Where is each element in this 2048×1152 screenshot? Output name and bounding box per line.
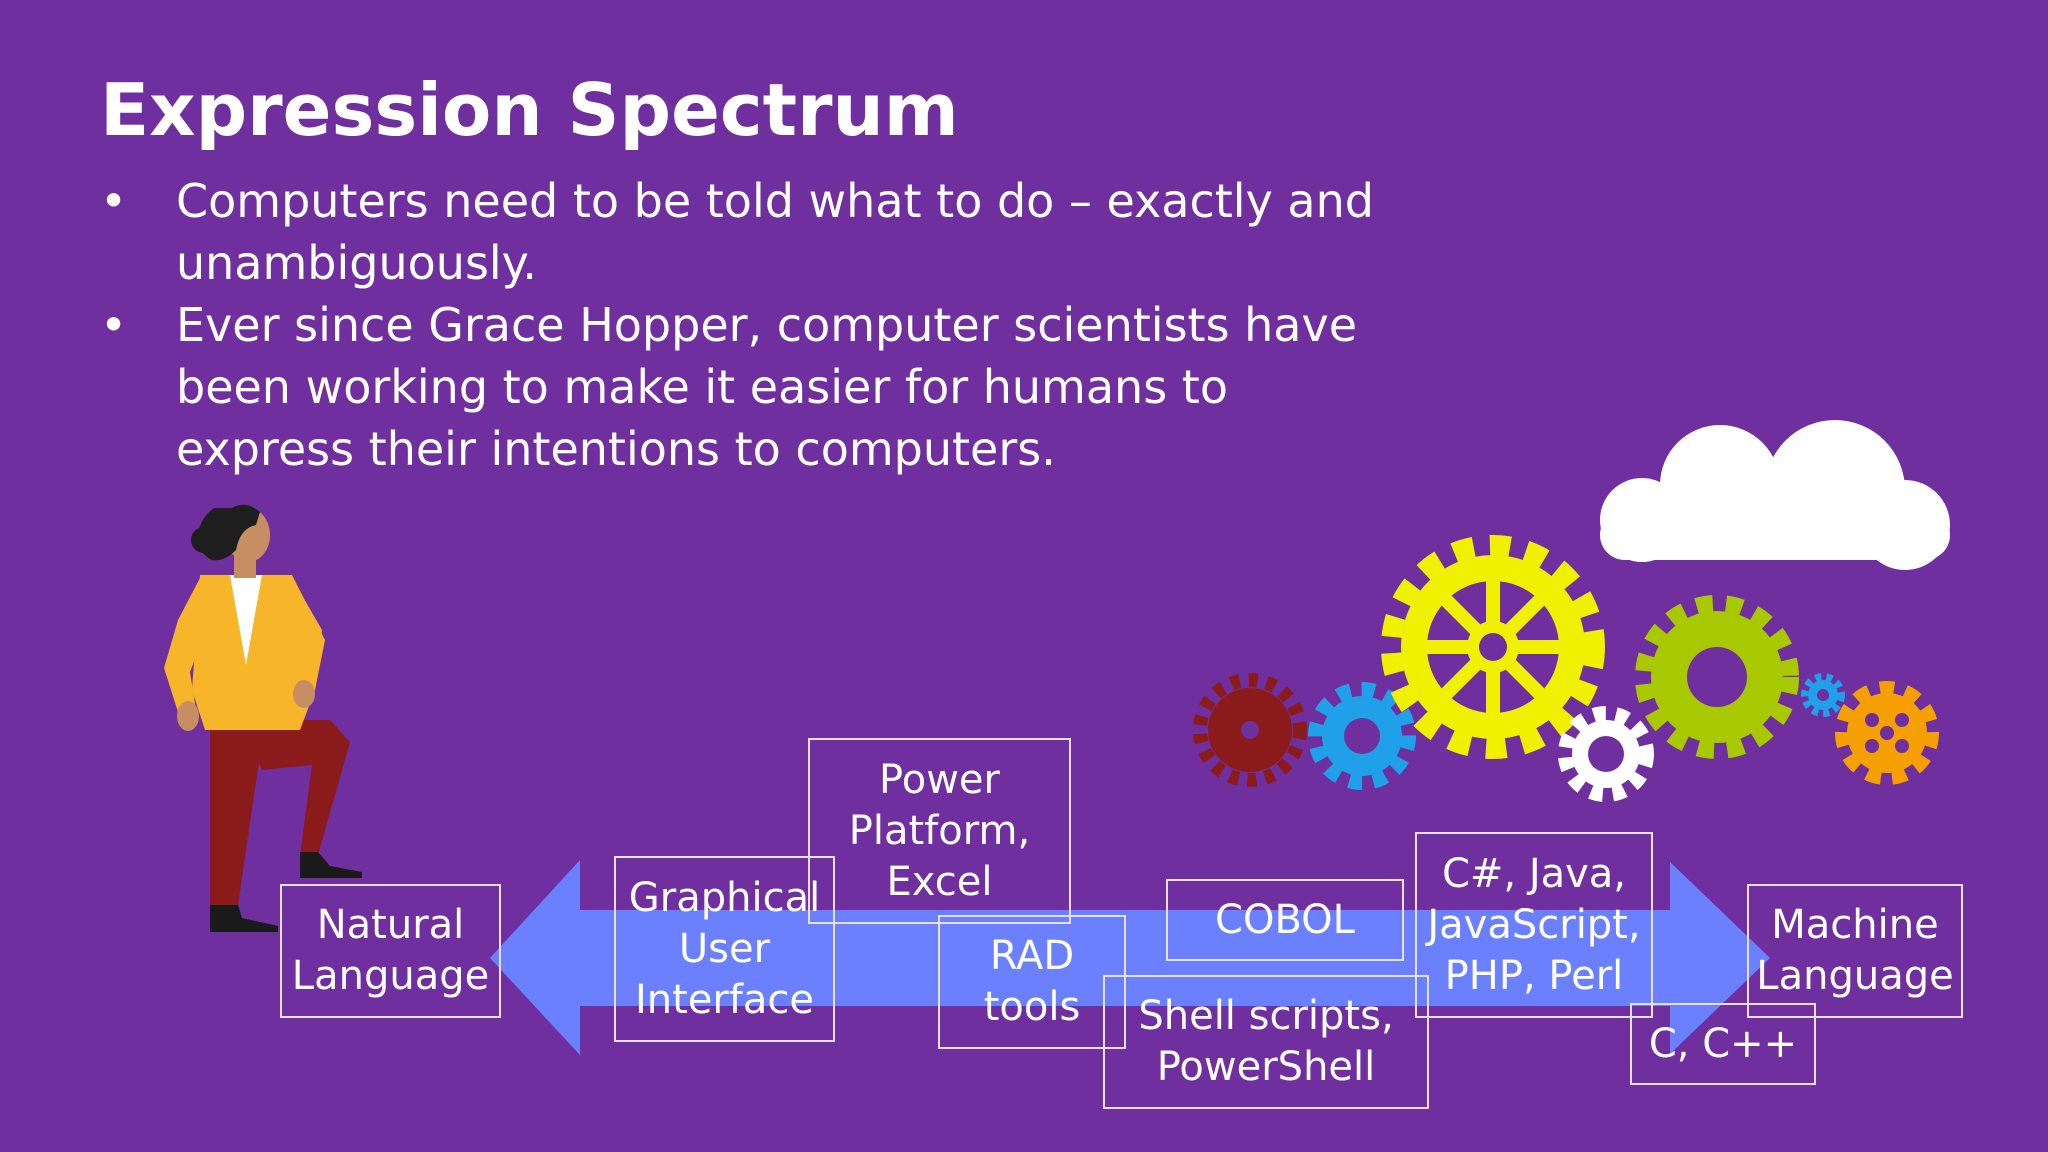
power-platform-box: Power Platform, Excel bbox=[808, 738, 1071, 924]
gear-small-blue-icon bbox=[1801, 673, 1845, 717]
c-cpp-box: C, C++ bbox=[1630, 1003, 1816, 1085]
machine-language-box: Machine Language bbox=[1747, 884, 1963, 1018]
cloud-icon bbox=[1600, 420, 1950, 570]
bullet-list: • Computers need to be told what to do –… bbox=[100, 170, 1400, 480]
gear-white-icon bbox=[1558, 706, 1654, 802]
bullet-item: • Ever since Grace Hopper, computer scie… bbox=[100, 294, 1400, 480]
bullet-marker: • bbox=[100, 174, 128, 228]
bullet-text: Ever since Grace Hopper, computer scient… bbox=[176, 298, 1358, 476]
bullet-marker: • bbox=[100, 298, 128, 352]
spectrum-arrow bbox=[490, 860, 1770, 1055]
cobol-box: COBOL bbox=[1166, 879, 1404, 961]
rad-tools-box: RAD tools bbox=[938, 915, 1126, 1049]
gear-blue-icon bbox=[1308, 682, 1416, 790]
bullet-item: • Computers need to be told what to do –… bbox=[100, 170, 1400, 294]
gear-yellow-icon bbox=[1381, 535, 1605, 759]
csharp-java-box: C#, Java, JavaScript, PHP, Perl bbox=[1415, 832, 1653, 1018]
slide-title: Expression Spectrum bbox=[100, 68, 959, 152]
shell-scripts-box: Shell scripts, PowerShell bbox=[1103, 975, 1429, 1109]
gear-green-icon bbox=[1635, 595, 1799, 759]
bullet-text: Computers need to be told what to do – e… bbox=[176, 174, 1374, 290]
person-stepping-illustration bbox=[164, 504, 362, 932]
natural-language-box: Natural Language bbox=[280, 884, 501, 1018]
gear-orange-icon bbox=[1835, 681, 1939, 785]
gear-red-icon bbox=[1193, 673, 1307, 787]
graphical-user-interface-box: Graphical User Interface bbox=[614, 856, 835, 1042]
